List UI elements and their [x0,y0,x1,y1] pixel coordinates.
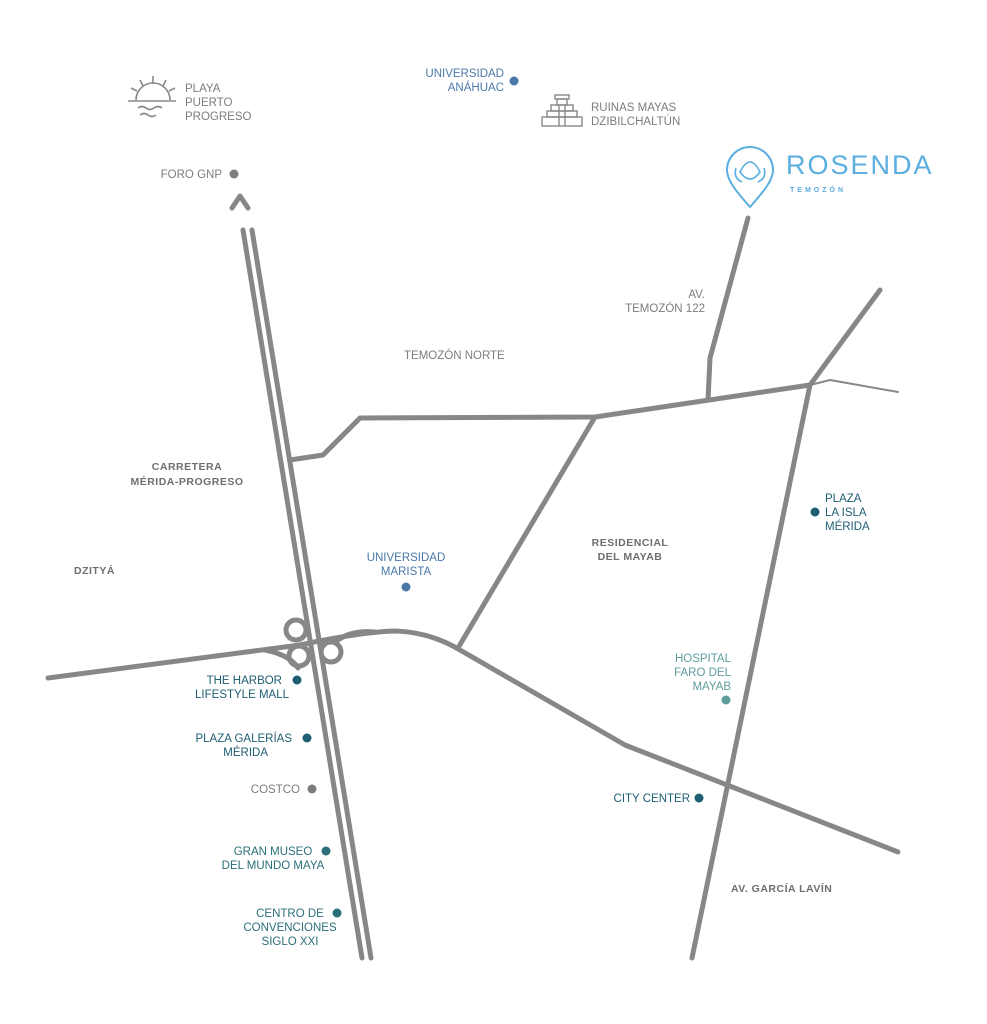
label-centro-convenciones: CENTRO DE CONVENCIONES SIGLO XXI [243,908,337,948]
road-main-east-west [45,628,901,855]
marker-harbor [292,675,302,685]
highway-lane-west [240,227,365,961]
svg-text:CARRETERA: CARRETERA [152,461,222,473]
pyramid-icon [541,94,583,127]
highway-lane-east [249,227,374,961]
roundabout [286,643,312,669]
svg-text:FARO DEL: FARO DEL [674,667,731,679]
label-residencial-mayab: RESIDENCIAL DEL MAYAB [592,537,669,563]
svg-text:TEMOZÓN 122: TEMOZÓN 122 [625,302,705,315]
road-temozon-norte [287,287,883,463]
svg-text:MÉRIDA: MÉRIDA [223,746,268,759]
svg-text:CENTRO DE: CENTRO DE [256,908,324,920]
svg-text:GRAN MUSEO: GRAN MUSEO [234,846,313,858]
svg-text:PLAYA: PLAYA [185,83,221,95]
marker-gran-museo [321,846,331,856]
label-hospital: HOSPITAL FARO DEL MAYAB [674,653,731,693]
label-temozon-norte: TEMOZÓN NORTE [404,349,505,362]
ramp-east [335,629,378,643]
svg-text:RUINAS MAYAS: RUINAS MAYAS [591,102,677,114]
roundabout [318,639,344,665]
svg-text:MARISTA: MARISTA [381,566,432,578]
label-av-temozon: AV. TEMOZÓN 122 [625,289,705,315]
marker-anahuac [509,76,519,86]
svg-text:AV.: AV. [688,289,705,301]
svg-text:ROSENDA: ROSENDA [786,150,934,180]
road-garcia-lavin [689,382,813,961]
road-minor [809,379,899,393]
roundabout [283,617,309,643]
svg-text:RESIDENCIAL: RESIDENCIAL [592,537,669,549]
marker-centro-convenciones [332,908,342,918]
svg-text:DEL MUNDO MAYA: DEL MUNDO MAYA [222,860,325,872]
svg-text:TEMOZÓN: TEMOZÓN [790,185,846,194]
svg-text:DZIBILCHALTÚN: DZIBILCHALTÚN [591,115,680,128]
label-harbor: THE HARBOR LIFESTYLE MALL [195,675,290,701]
label-costco: COSTCO [251,784,300,796]
svg-text:HOSPITAL: HOSPITAL [675,653,732,665]
label-playa: PLAYA PUERTO PROGRESO [185,83,252,123]
marker-foro-gnp [229,169,239,179]
label-ruinas: RUINAS MAYAS DZIBILCHALTÚN [591,102,680,128]
marker-la-isla [810,507,820,517]
label-city-center: CITY CENTER [614,793,690,805]
svg-text:PLAZA GALERÍAS: PLAZA GALERÍAS [195,732,292,745]
label-gran-museo: GRAN MUSEO DEL MUNDO MAYA [222,846,325,872]
svg-text:CONVENCIONES: CONVENCIONES [243,922,337,934]
label-la-isla: PLAZA LA ISLA MÉRIDA [825,493,870,533]
svg-text:PUERTO: PUERTO [185,97,233,109]
marker-costco [307,784,317,794]
label-carretera: CARRETERA MÉRIDA-PROGRESO [130,461,243,488]
svg-text:UNIVERSIDAD: UNIVERSIDAD [425,68,504,80]
svg-text:LIFESTYLE MALL: LIFESTYLE MALL [195,689,290,701]
svg-text:MÉRIDA-PROGRESO: MÉRIDA-PROGRESO [130,475,243,488]
label-garcia-lavin: AV. GARCÍA LAVÍN [731,882,832,895]
svg-text:PROGRESO: PROGRESO [185,111,252,123]
svg-text:UNIVERSIDAD: UNIVERSIDAD [367,552,446,564]
svg-text:SIGLO XXI: SIGLO XXI [262,936,319,948]
svg-text:PLAZA: PLAZA [825,493,862,505]
marker-marista [401,582,411,592]
roads [45,193,901,961]
label-galerias: PLAZA GALERÍAS MÉRIDA [195,732,292,759]
rosenda-logo: ROSENDA TEMOZÓN [725,146,934,209]
north-arrow-icon [229,193,251,211]
label-anahuac: UNIVERSIDAD ANÁHUAC [425,68,504,94]
svg-text:MÉRIDA: MÉRIDA [825,520,870,533]
beach-sun-icon [128,76,176,118]
svg-text:DEL MAYAB: DEL MAYAB [598,551,663,563]
svg-text:ANÁHUAC: ANÁHUAC [448,81,504,94]
marker-galerias [302,733,312,743]
svg-text:THE HARBOR: THE HARBOR [207,675,282,687]
road-av-temozon [705,215,751,403]
svg-text:LA ISLA: LA ISLA [825,507,867,519]
marker-hospital [721,695,731,705]
label-dzitya: DZITYÁ [74,564,115,577]
road-diagonal [455,414,598,651]
label-foro-gnp: FORO GNP [161,169,223,181]
svg-text:MAYAB: MAYAB [692,681,731,693]
marker-city-center [694,793,704,803]
label-marista: UNIVERSIDAD MARISTA [367,552,446,578]
